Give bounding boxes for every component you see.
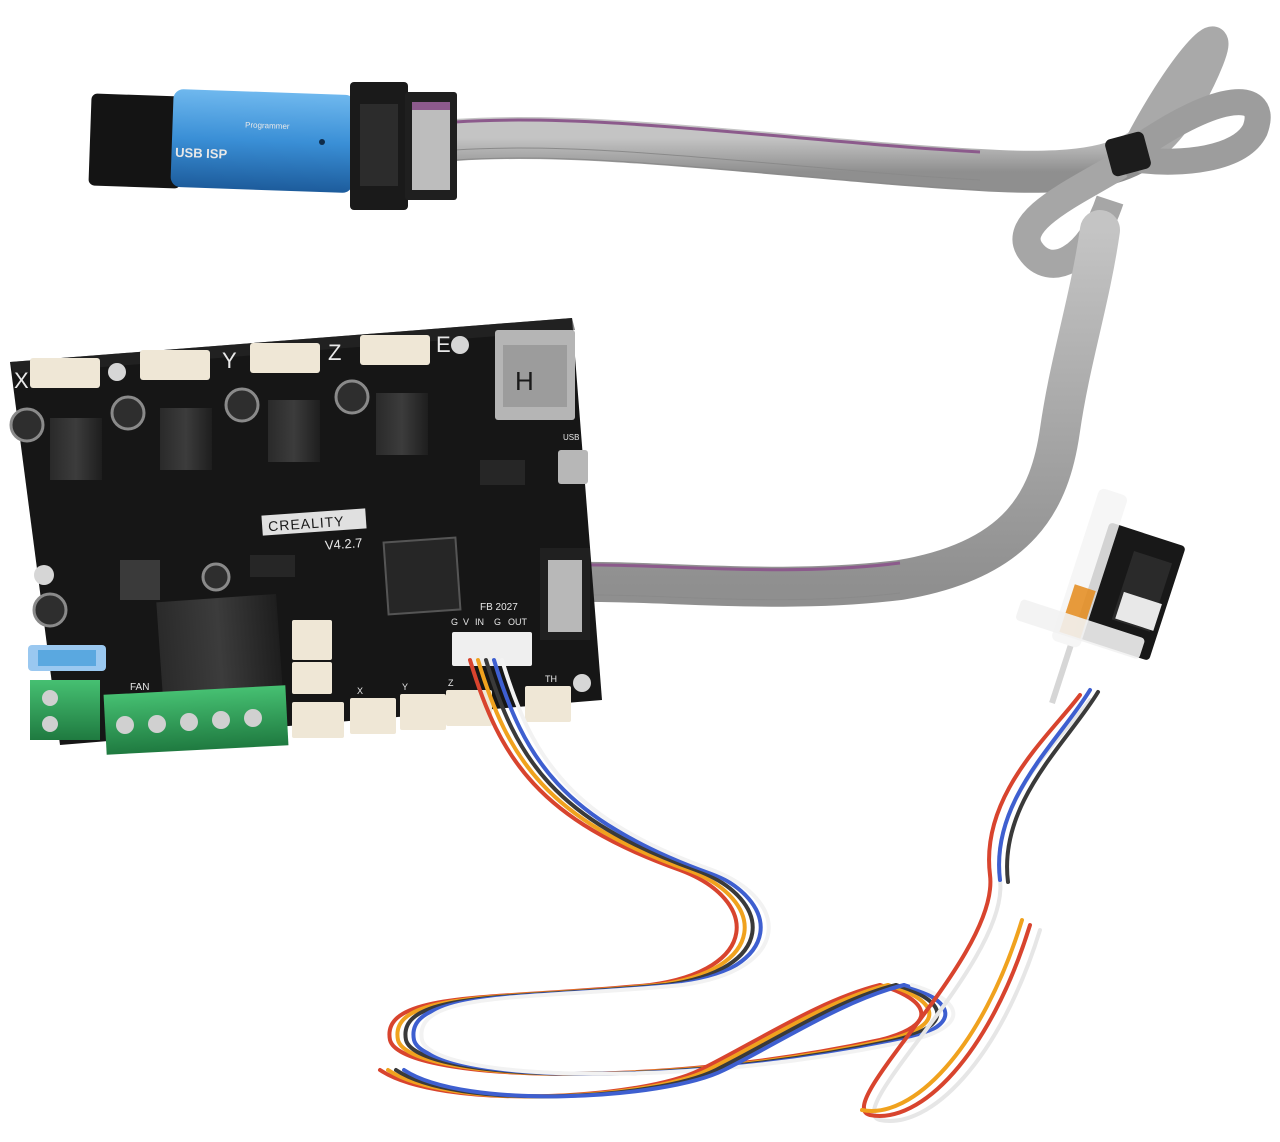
sd-mark: H xyxy=(515,366,534,396)
micro-usb-port xyxy=(558,450,588,484)
bltouch-connector xyxy=(452,632,532,666)
axis-label-x: X xyxy=(14,368,29,393)
rainbow-sensor-cable xyxy=(378,658,1100,1123)
port-label-z: Z xyxy=(448,678,454,688)
port-label-y: Y xyxy=(402,682,408,692)
capacitors xyxy=(9,379,370,628)
programmer-label: USB ISP xyxy=(175,145,228,162)
isp-ribbon-cable xyxy=(434,26,1271,607)
mcu-chip xyxy=(382,536,462,616)
stepper-heatsinks xyxy=(50,393,428,480)
bltouch-pin-labels: G V IN G OUT xyxy=(451,617,528,627)
port-label-th: TH xyxy=(545,674,557,684)
brand-label: CREALITY xyxy=(268,513,345,534)
power-terminal-blocks xyxy=(30,680,289,755)
axis-label-e: E xyxy=(436,332,451,357)
date-code: FB 2027 xyxy=(480,602,518,613)
svg-text:V: V xyxy=(463,617,469,627)
endstop-connectors xyxy=(292,686,571,738)
svg-text:G: G xyxy=(451,617,458,627)
usb-isp-programmer: USB ISP Programmer xyxy=(88,82,457,210)
mosfet-heatsink xyxy=(156,593,284,713)
mainboard-pcb: X Y Z E H xyxy=(9,318,602,755)
svg-text:OUT: OUT xyxy=(508,617,528,627)
motor-connectors-top xyxy=(30,335,430,388)
fan-label: FAN xyxy=(130,682,149,693)
usb-label: USB xyxy=(563,433,579,442)
model-label: V4.2.7 xyxy=(324,535,363,553)
programmer-sublabel: Programmer xyxy=(245,120,290,131)
port-label-x: X xyxy=(357,686,363,696)
bltouch-sensor xyxy=(1016,488,1185,704)
svg-text:G: G xyxy=(494,617,501,627)
svg-text:IN: IN xyxy=(475,617,484,627)
axis-label-y: Y xyxy=(222,348,237,373)
axis-label-z: Z xyxy=(328,340,341,365)
sd-card-slot: H xyxy=(495,330,575,420)
